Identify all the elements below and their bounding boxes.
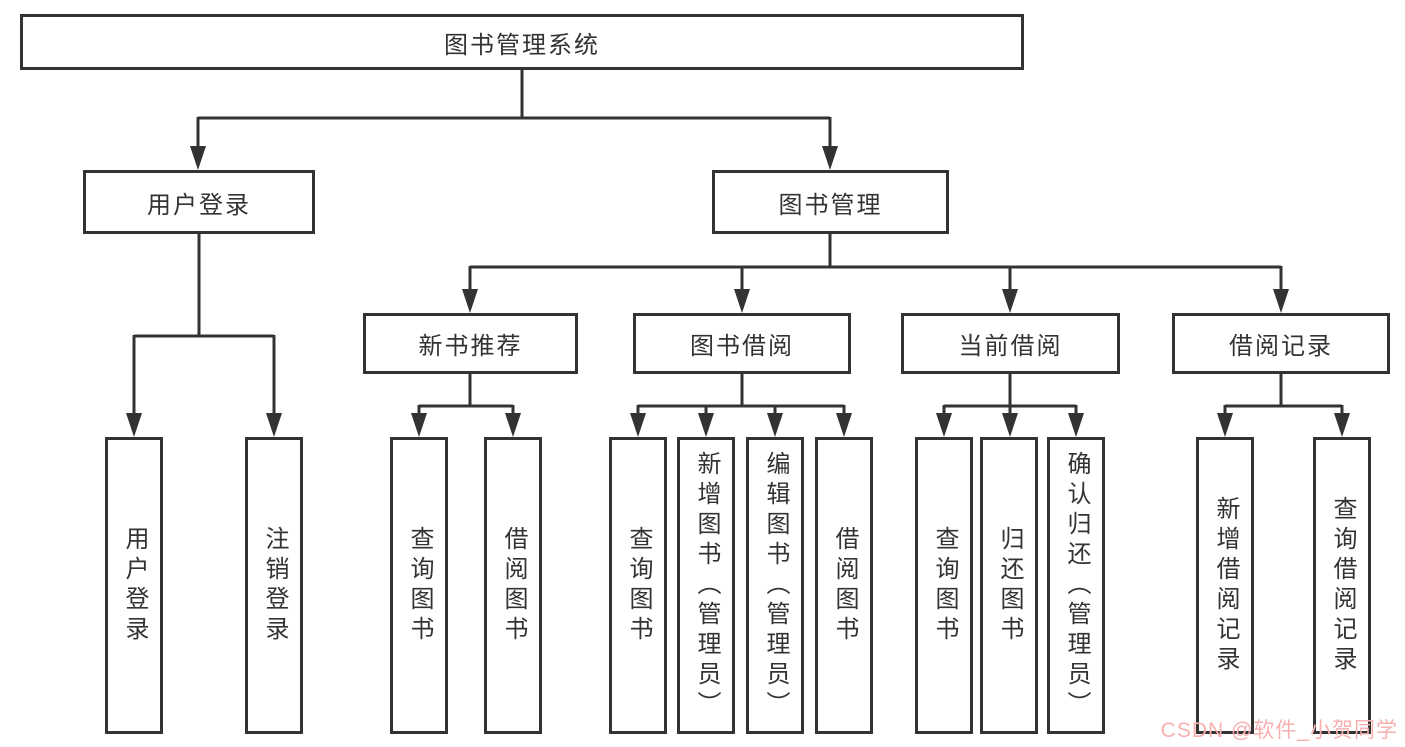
- leaf-return-books: 归还图书: [980, 437, 1038, 734]
- node-book-borrowing: 图书借阅: [633, 313, 851, 374]
- leaf-edit-books-admin: 编辑图书（管理员）: [746, 437, 804, 734]
- leaf-add-books-admin: 新增图书（管理员）: [677, 437, 735, 734]
- leaf-confirm-return-admin: 确认归还（管理员）: [1047, 437, 1105, 734]
- leaf-user-login: 用户登录: [105, 437, 163, 734]
- node-new-book-recommend: 新书推荐: [363, 313, 578, 374]
- node-book-management: 图书管理: [712, 170, 949, 234]
- leaf-borrow-books-borrowing: 借阅图书: [815, 437, 873, 734]
- node-borrowing-records: 借阅记录: [1172, 313, 1390, 374]
- csdn-watermark: CSDN @软件_小贺同学: [1160, 719, 1398, 742]
- node-user-login: 用户登录: [83, 170, 315, 234]
- leaf-query-borrow-record: 查询借阅记录: [1313, 437, 1371, 734]
- arrowheads: [126, 146, 1350, 437]
- leaf-logout: 注销登录: [245, 437, 303, 734]
- leaf-add-borrow-record: 新增借阅记录: [1196, 437, 1254, 734]
- node-library-management-system: 图书管理系统: [20, 14, 1024, 70]
- leaf-query-books-borrowing: 查询图书: [609, 437, 667, 734]
- leaf-query-books-current: 查询图书: [915, 437, 973, 734]
- leaf-query-books-recommend: 查询图书: [390, 437, 448, 734]
- node-current-borrowing: 当前借阅: [901, 313, 1120, 374]
- leaf-borrow-books-recommend: 借阅图书: [484, 437, 542, 734]
